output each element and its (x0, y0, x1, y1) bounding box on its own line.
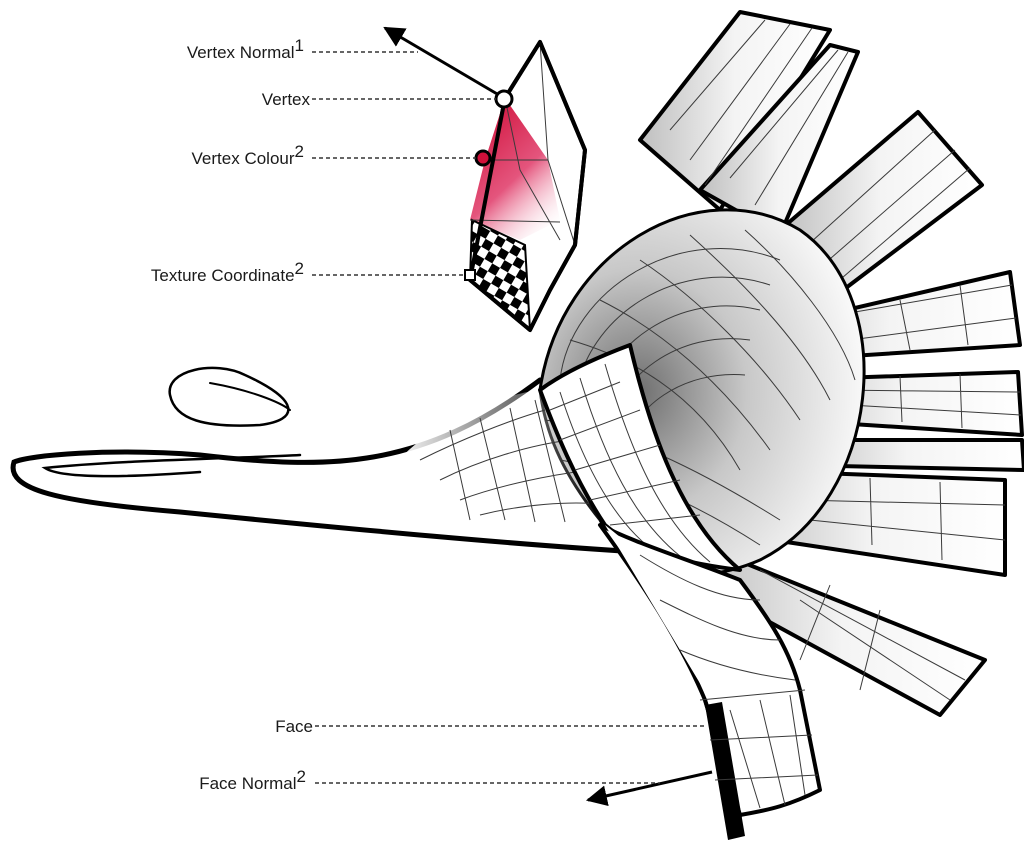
vertex-marker (496, 91, 512, 107)
label-face-normal: Face Normal2 (199, 767, 306, 793)
vertex-normal-arrow (385, 28, 504, 98)
label-face: Face (275, 717, 313, 736)
label-texture-coordinate: Texture Coordinate2 (151, 259, 304, 285)
label-vertex-colour: Vertex Colour2 (192, 142, 304, 168)
label-vertex-normal: Vertex Normal1 (187, 36, 304, 62)
vertex-colour-marker (476, 151, 490, 165)
label-vertex: Vertex (262, 90, 311, 109)
face-normal-arrow (588, 772, 712, 800)
lower-strip (600, 525, 820, 840)
texture-coordinate-marker (465, 270, 475, 280)
vertex-petal (470, 42, 585, 330)
